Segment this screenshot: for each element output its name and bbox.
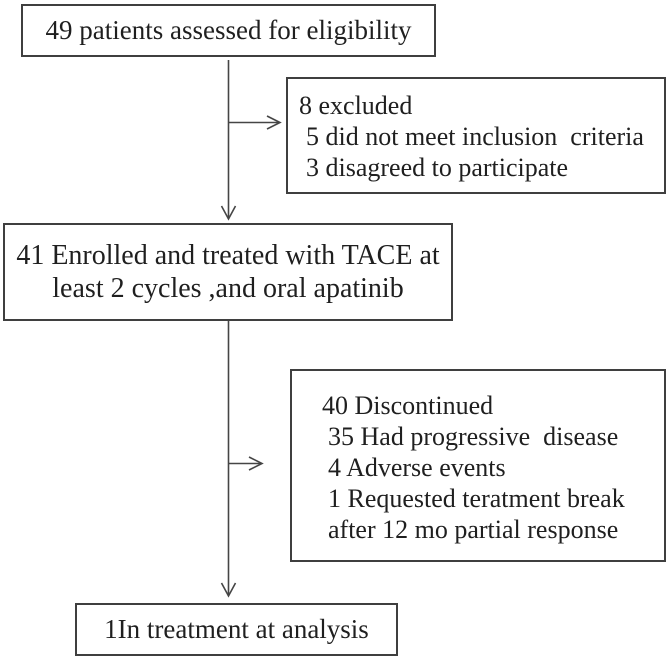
excluded-item: 3 disagreed to participate (306, 153, 569, 182)
excluded-title: 8 excluded (299, 91, 413, 120)
discontinued-item: 35 Had progressive disease (328, 422, 619, 451)
discontinued-item: 1 Requested teratment break (328, 484, 625, 513)
excluded-item: 5 did not meet inclusion criteria (306, 122, 644, 151)
discontinued-item: 4 Adverse events (328, 453, 506, 482)
discontinued-title: 40 Discontinued (322, 391, 494, 420)
assessed-text: 49 patients assessed for eligibility (45, 15, 412, 45)
box-enrolled-treated: 41 Enrolled and treated with TACE at lea… (3, 223, 453, 321)
arrowhead-right-icon (248, 456, 264, 471)
arrowhead-down-icon (220, 582, 237, 598)
box-discontinued: 40 Discontinued 35 Had progressive disea… (290, 369, 666, 562)
box-excluded: 8 excluded 5 did not meet inclusion crit… (286, 77, 666, 194)
enrolled-line-2: least 2 cycles ,and oral apatinib (52, 273, 404, 304)
analysis-text: 1In treatment at analysis (104, 614, 369, 644)
arrowhead-right-icon (266, 115, 282, 130)
box-assessed-for-eligibility: 49 patients assessed for eligibility (21, 4, 436, 57)
box-in-treatment-at-analysis: 1In treatment at analysis (75, 603, 398, 656)
arrowhead-down-icon (220, 205, 237, 221)
enrolled-line-1: 41 Enrolled and treated with TACE at (16, 240, 440, 271)
discontinued-item: after 12 mo partial response (328, 515, 619, 544)
